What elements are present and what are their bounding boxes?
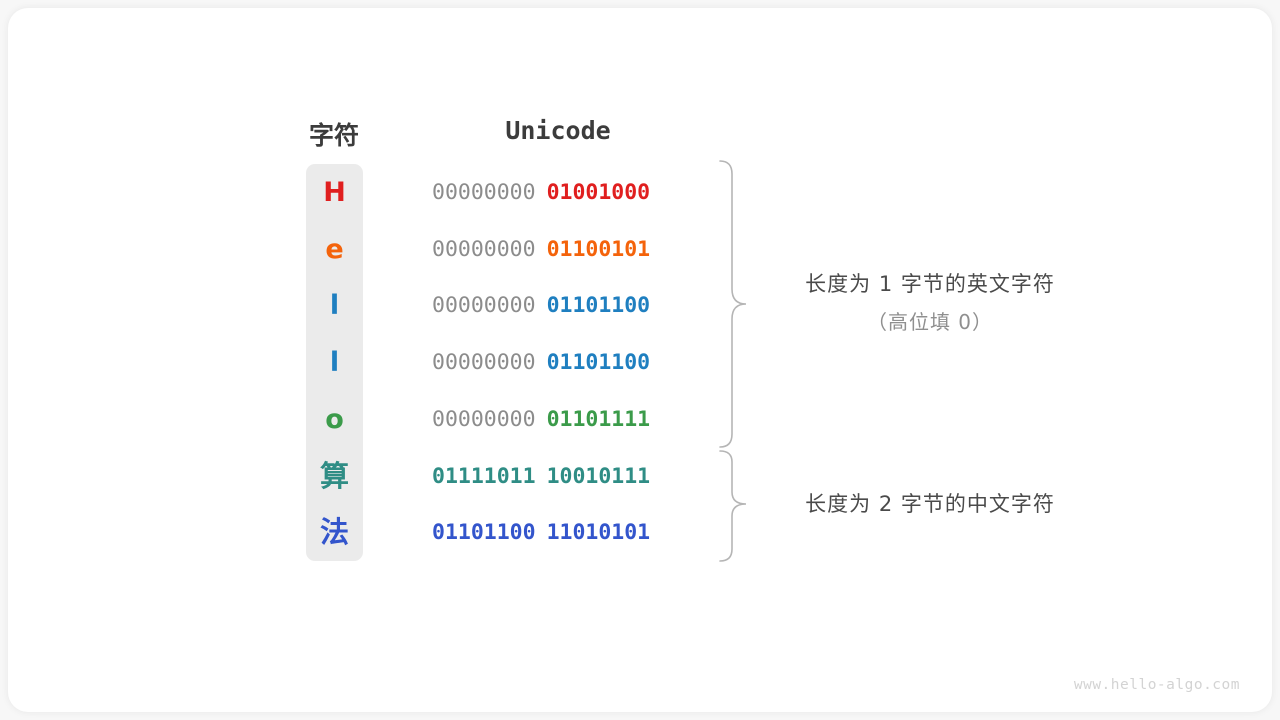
unicode-binary-row: 00000000 01101100 bbox=[432, 277, 684, 334]
unicode-binary-row: 00000000 01101100 bbox=[432, 334, 684, 391]
character-cell: e bbox=[325, 233, 344, 265]
high-byte: 00000000 bbox=[432, 293, 536, 319]
low-byte: 01101100 bbox=[546, 350, 651, 376]
character-cell: 算 bbox=[319, 458, 349, 493]
high-byte: 00000000 bbox=[432, 236, 536, 262]
brace-chinese-group bbox=[719, 450, 747, 562]
low-byte: 10010111 bbox=[546, 463, 651, 489]
column-header-unicode: Unicode bbox=[505, 116, 611, 145]
low-byte: 11010101 bbox=[546, 520, 651, 546]
high-byte: 01101100 bbox=[432, 520, 536, 546]
annotation-english-line1: 长度为 1 字节的英文字符 bbox=[805, 272, 1055, 296]
low-byte: 01001000 bbox=[546, 180, 651, 205]
character-cell: l bbox=[329, 347, 340, 379]
unicode-binary-row: 00000000 01001000 bbox=[432, 164, 684, 221]
low-byte: 01100101 bbox=[546, 236, 651, 262]
high-byte: 00000000 bbox=[432, 350, 536, 376]
character-cell: 法 bbox=[319, 515, 349, 550]
character-column-background bbox=[306, 164, 363, 561]
unicode-binary-row: 01111011 10010111 bbox=[432, 448, 684, 505]
unicode-binary-row: 01101100 11010101 bbox=[432, 504, 684, 561]
annotation-english-line2: （高位填 0） bbox=[866, 310, 994, 334]
high-byte: 01111011 bbox=[432, 463, 536, 489]
column-header-character: 字符 bbox=[308, 121, 359, 150]
low-byte: 01101100 bbox=[546, 293, 651, 319]
annotation-chinese-line1: 长度为 2 字节的中文字符 bbox=[805, 492, 1055, 516]
low-byte: 01101111 bbox=[546, 406, 651, 432]
annotation-chinese-group: 长度为 2 字节的中文字符 bbox=[760, 488, 1100, 518]
character-cell: o bbox=[325, 403, 344, 435]
high-byte: 00000000 bbox=[432, 180, 536, 205]
high-byte: 00000000 bbox=[432, 406, 536, 432]
watermark: www.hello-algo.com bbox=[1073, 677, 1240, 693]
character-cell: l bbox=[329, 290, 340, 322]
annotation-english-group: 长度为 1 字节的英文字符 （高位填 0） bbox=[760, 268, 1100, 335]
unicode-binary-row: 00000000 01101111 bbox=[432, 391, 684, 448]
unicode-binary-row: 00000000 01100101 bbox=[432, 221, 684, 278]
brace-english-group bbox=[719, 160, 747, 448]
character-cell: H bbox=[323, 177, 346, 208]
figure-card bbox=[8, 8, 1272, 712]
